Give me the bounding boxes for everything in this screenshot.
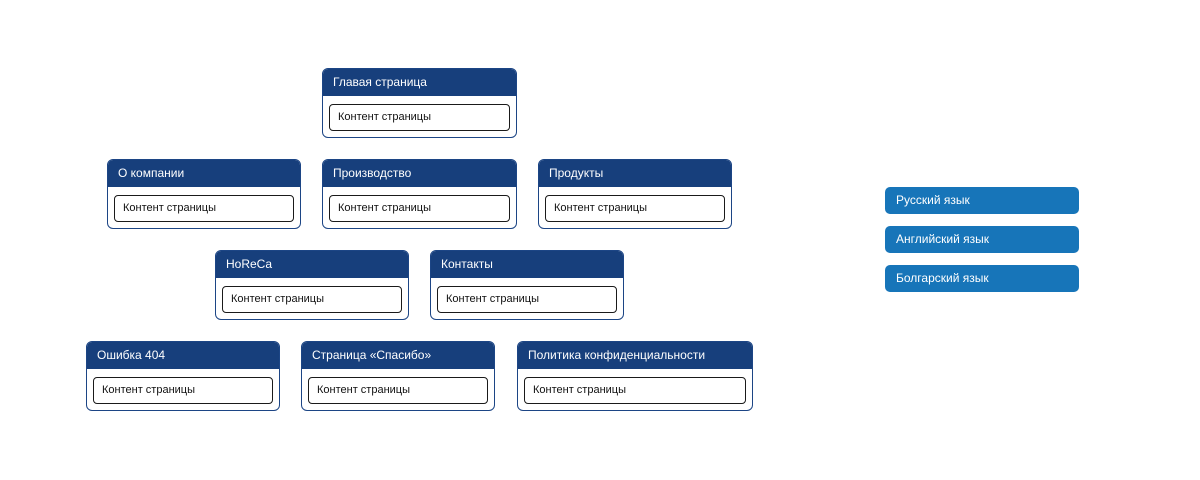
page-title: Контакты bbox=[431, 251, 623, 278]
page-title: Ошибка 404 bbox=[87, 342, 279, 369]
language-bulgarian: Болгарский язык bbox=[885, 265, 1079, 292]
page-content-box: Контент страницы bbox=[222, 286, 402, 313]
page-title: Политика конфиденциальности bbox=[518, 342, 752, 369]
language-english: Английский язык bbox=[885, 226, 1079, 253]
page-content-box: Контент страницы bbox=[308, 377, 488, 404]
page-content-box: Контент страницы bbox=[329, 195, 510, 222]
page-title: Производство bbox=[323, 160, 516, 187]
page-content-box: Контент страницы bbox=[545, 195, 725, 222]
page-card-about: О компании Контент страницы bbox=[107, 159, 301, 229]
page-card-products: Продукты Контент страницы bbox=[538, 159, 732, 229]
page-title: Главая страница bbox=[323, 69, 516, 96]
page-card-home: Главая страница Контент страницы bbox=[322, 68, 517, 138]
page-content-box: Контент страницы bbox=[437, 286, 617, 313]
page-title: HoReCa bbox=[216, 251, 408, 278]
page-card-production: Производство Контент страницы bbox=[322, 159, 517, 229]
page-card-privacy: Политика конфиденциальности Контент стра… bbox=[517, 341, 753, 411]
page-title: Продукты bbox=[539, 160, 731, 187]
page-content-box: Контент страницы bbox=[524, 377, 746, 404]
page-card-contacts: Контакты Контент страницы bbox=[430, 250, 624, 320]
page-content-box: Контент страницы bbox=[114, 195, 294, 222]
page-card-error-404: Ошибка 404 Контент страницы bbox=[86, 341, 280, 411]
page-content-box: Контент страницы bbox=[93, 377, 273, 404]
page-title: Страница «Спасибо» bbox=[302, 342, 494, 369]
page-card-thanks: Страница «Спасибо» Контент страницы bbox=[301, 341, 495, 411]
page-title: О компании bbox=[108, 160, 300, 187]
language-russian: Русский язык bbox=[885, 187, 1079, 214]
page-content-box: Контент страницы bbox=[329, 104, 510, 131]
page-card-horeca: HoReCa Контент страницы bbox=[215, 250, 409, 320]
